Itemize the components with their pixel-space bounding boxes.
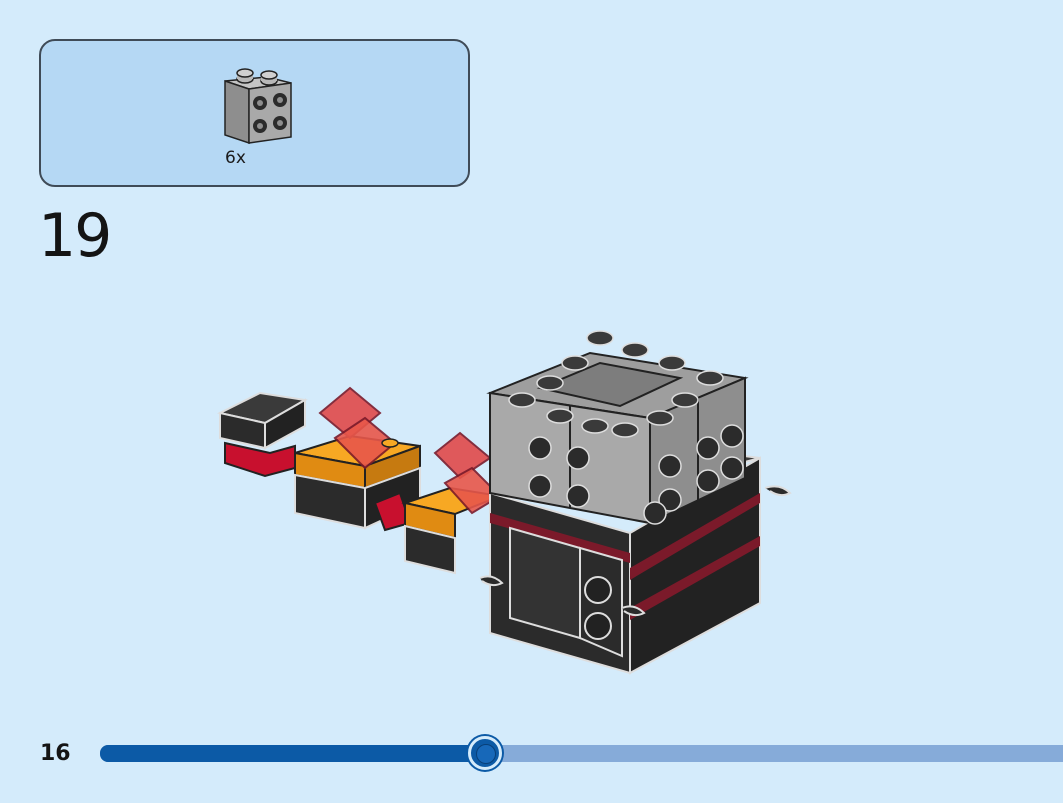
parts-callout: 6x [39,39,470,187]
gray-brick-part-icon [224,68,292,145]
black-slope-piece [217,391,308,478]
orange-segment-2 [373,431,504,575]
gray-head-upper [486,330,749,525]
step-number: 19 [38,201,112,271]
progress-fill [100,745,486,762]
model-assembly-illustration [217,330,792,675]
progress-knob[interactable] [468,736,503,770]
page-number: 16 [40,741,71,766]
part-quantity: 6x [225,148,246,168]
progress-bar[interactable] [100,736,1063,770]
